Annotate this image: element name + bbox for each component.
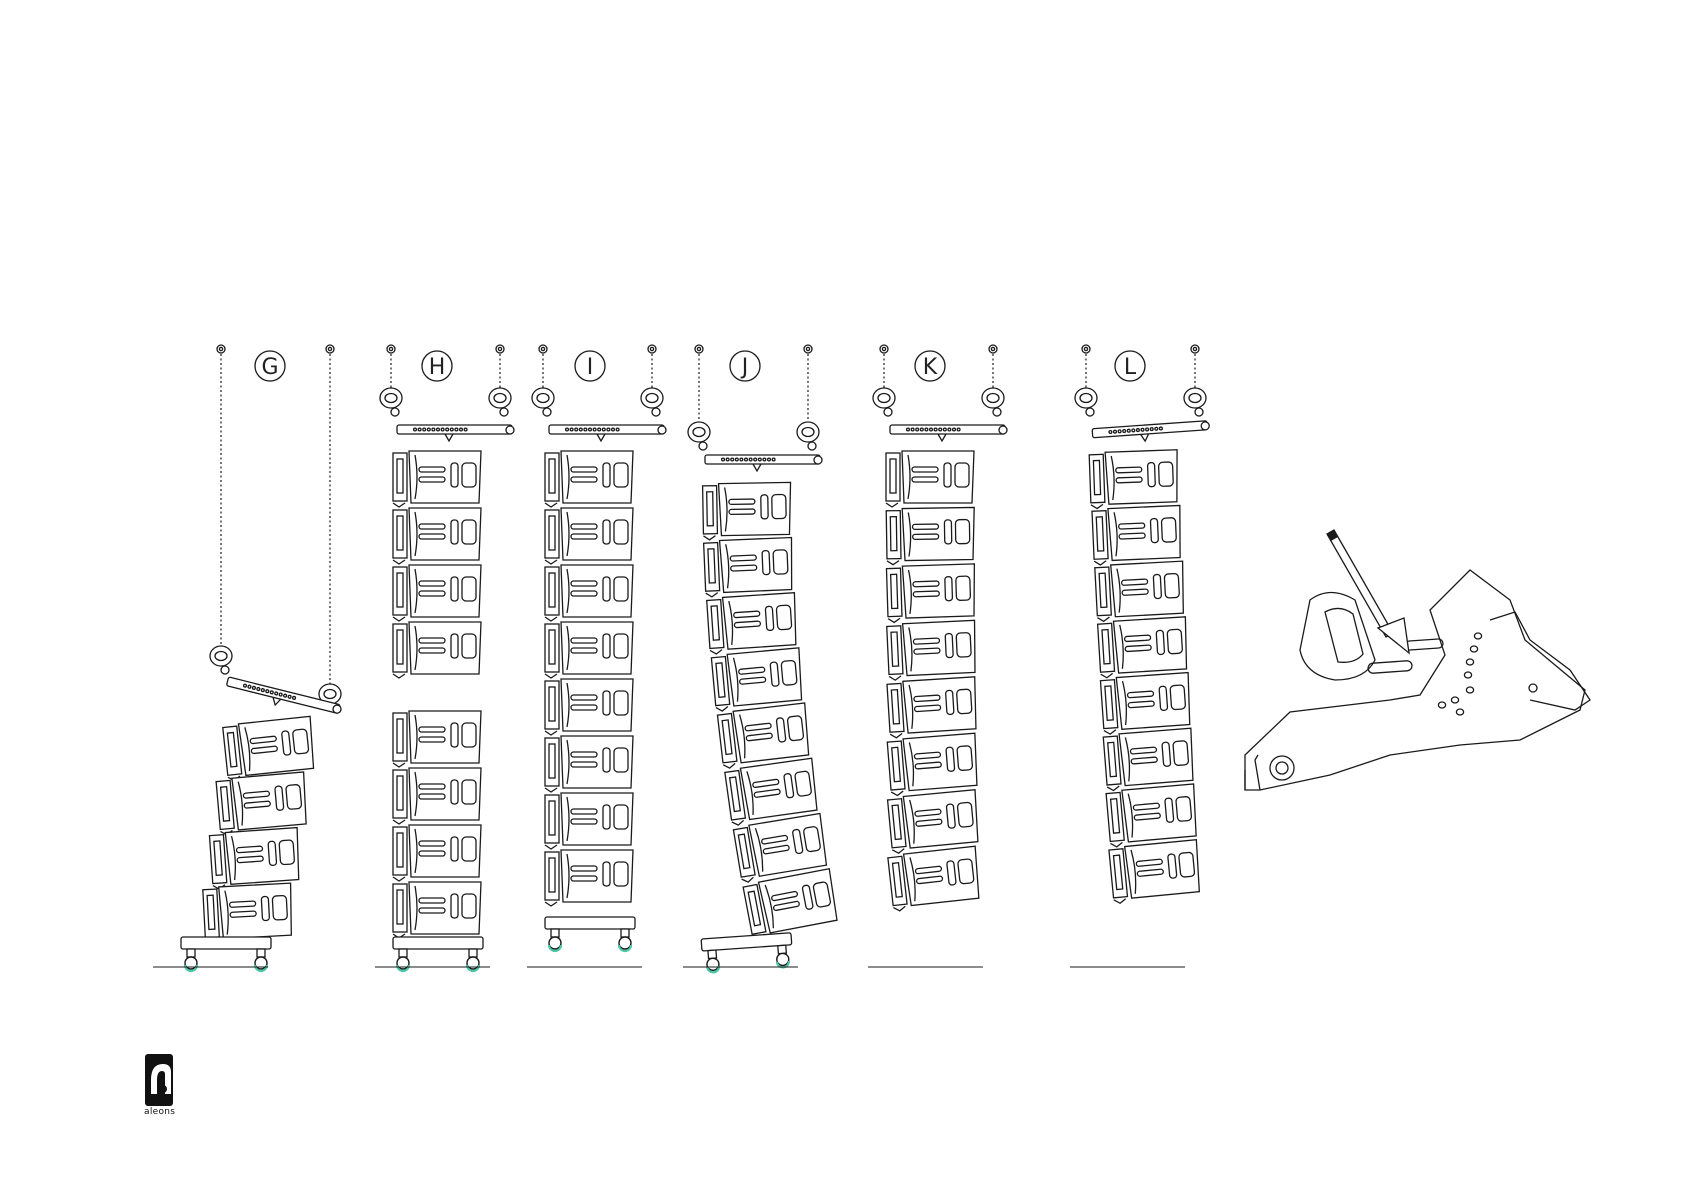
hoist-chains <box>532 345 663 416</box>
rigging-step-l: L <box>1070 345 1210 967</box>
step-label: K <box>915 351 945 381</box>
transport-cart <box>181 937 271 971</box>
logo-text: aleons <box>144 1107 175 1117</box>
step-label: G <box>255 351 285 381</box>
svg-text:J: J <box>740 355 749 380</box>
flybar <box>397 425 514 441</box>
svg-text:L: L <box>1124 355 1137 380</box>
rigging-step-g: G <box>153 345 342 971</box>
svg-text:K: K <box>923 355 938 380</box>
hoist-chains <box>210 345 341 712</box>
rigging-step-i: I <box>527 345 666 967</box>
step-label: H <box>422 351 452 381</box>
cabinet-stack <box>393 451 481 938</box>
rigging-step-h: H <box>375 345 514 971</box>
cabinet-stack <box>1089 450 1202 904</box>
svg-text:I: I <box>587 355 594 380</box>
cabinet-stack <box>545 451 633 906</box>
latch-detail <box>1245 530 1590 790</box>
aleons-logo-icon: aleons <box>144 1054 175 1117</box>
hoist-chains <box>380 345 511 416</box>
hoist-chains <box>688 345 819 450</box>
flybar <box>549 425 666 441</box>
svg-text:H: H <box>429 355 446 380</box>
flybar <box>890 425 1007 441</box>
flybar <box>705 455 822 471</box>
cabinet-stack <box>703 482 840 940</box>
step-label: L <box>1115 351 1145 381</box>
cabinet-stack <box>203 716 316 943</box>
transport-cart <box>393 937 483 971</box>
step-label: J <box>730 351 760 381</box>
flybar <box>1092 421 1210 445</box>
cabinet-stack <box>886 451 981 912</box>
rigging-step-j: J <box>683 345 840 973</box>
transport-cart <box>545 917 635 951</box>
hoist-chains <box>873 345 1004 416</box>
svg-text:G: G <box>261 355 278 380</box>
step-label: I <box>575 351 605 381</box>
rigging-step-k: K <box>868 345 1007 967</box>
